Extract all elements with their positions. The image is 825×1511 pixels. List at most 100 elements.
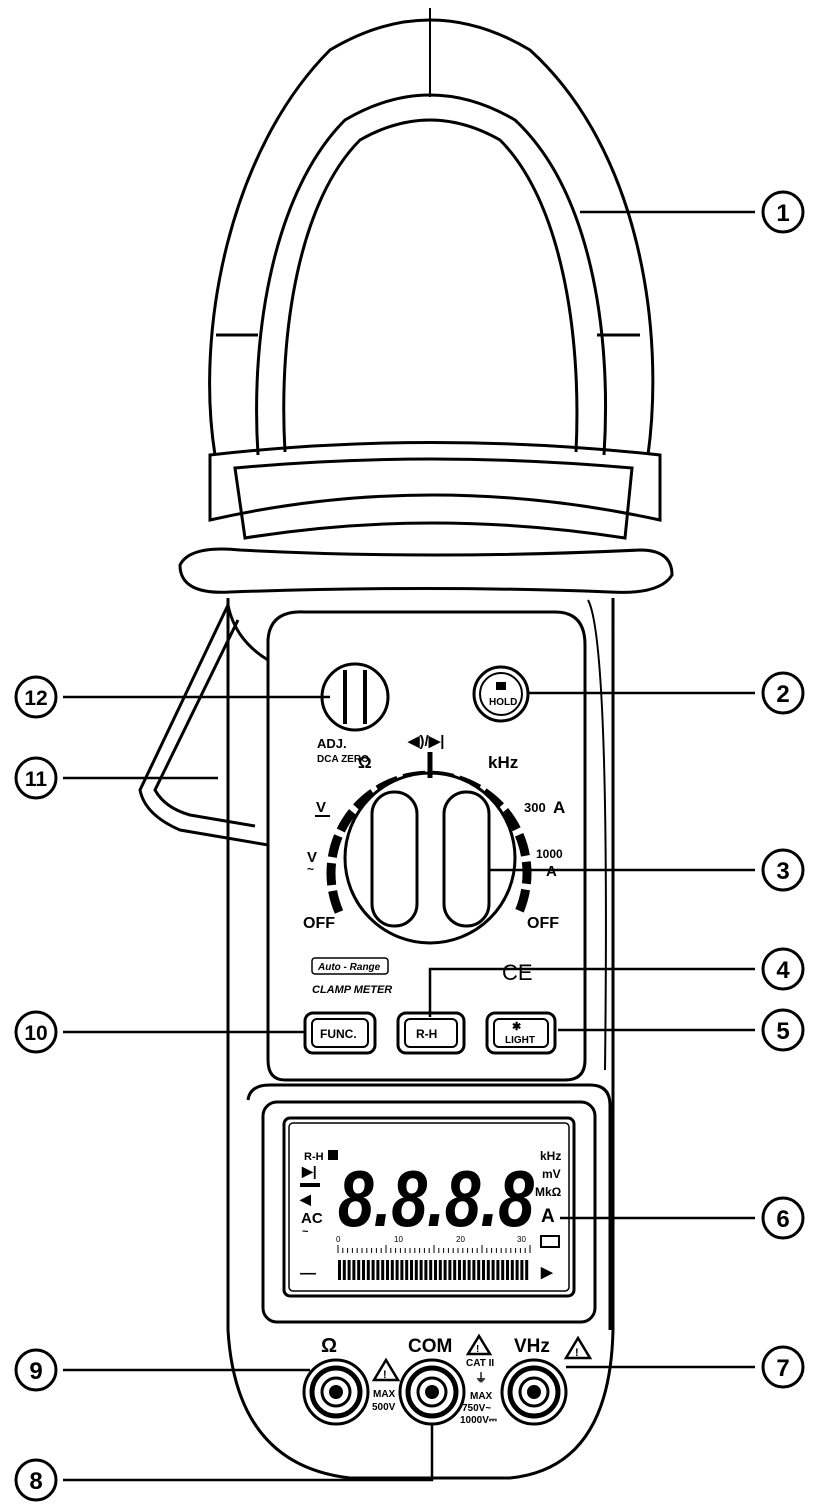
callout-11: 11 bbox=[14, 756, 58, 800]
meter-body bbox=[226, 598, 615, 1480]
v500: 500V bbox=[372, 1402, 396, 1413]
body-side-curve bbox=[587, 599, 607, 1071]
hold-button[interactable]: HOLD bbox=[472, 665, 530, 723]
svg-text:~: ~ bbox=[302, 1226, 309, 1238]
light-button[interactable]: ✱ LIGHT bbox=[485, 1011, 557, 1055]
lcd-bar-segment bbox=[486, 1260, 490, 1280]
lcd-bar-segment bbox=[390, 1260, 394, 1280]
terminals: Ω COM VHz ! MAX 500V ! bbox=[302, 1333, 593, 1426]
lcd-bar-segment bbox=[491, 1260, 495, 1280]
svg-text:11: 11 bbox=[25, 768, 48, 791]
lcd-bar-segment bbox=[467, 1260, 471, 1280]
jaw-inner-cut bbox=[282, 118, 579, 453]
hold-label: HOLD bbox=[489, 697, 517, 708]
lcd-bar-segment bbox=[438, 1260, 442, 1280]
leader-4 bbox=[428, 967, 755, 1017]
callout-6: 6 bbox=[761, 1196, 805, 1240]
svg-text:10: 10 bbox=[24, 1022, 47, 1045]
lcd-bar-segment bbox=[424, 1260, 428, 1280]
lcd-bar-segment bbox=[501, 1260, 505, 1280]
jaw-base-inner bbox=[233, 457, 634, 540]
lcd-bar-segment bbox=[405, 1260, 409, 1280]
lcd-bar-segment bbox=[496, 1260, 500, 1280]
svg-text:12: 12 bbox=[24, 687, 47, 710]
adj-label: ADJ. bbox=[317, 736, 347, 751]
lcd-display: R-H ▶| ◀ AC ~ 8.8.8.8 kHz mV MkΩ A 0 10 … bbox=[299, 1149, 562, 1282]
hand-guard bbox=[178, 547, 674, 594]
lcd-bar-segment bbox=[520, 1260, 524, 1280]
warning-icon-left: ! bbox=[371, 1357, 401, 1382]
rh-button[interactable]: R-H bbox=[396, 1011, 466, 1055]
callout-12: 12 bbox=[14, 675, 58, 719]
adj-knob[interactable] bbox=[320, 662, 390, 732]
lcd-bar-segment bbox=[510, 1260, 514, 1280]
lcd-bar-segment bbox=[347, 1260, 351, 1280]
rh-label: R-H bbox=[416, 1027, 437, 1041]
svg-text:9: 9 bbox=[29, 1358, 42, 1385]
lcd-bar-segment bbox=[366, 1260, 370, 1280]
callout-3: 3 bbox=[761, 848, 805, 892]
lcd-tick-row bbox=[337, 1245, 531, 1253]
warning-icon-center: ! bbox=[465, 1333, 493, 1356]
callout-8: 8 bbox=[14, 1458, 58, 1502]
svg-text:8: 8 bbox=[29, 1468, 42, 1495]
dial-ohm: Ω bbox=[358, 753, 372, 772]
lcd-bargraph bbox=[338, 1260, 529, 1280]
svg-text:7: 7 bbox=[776, 1355, 789, 1382]
lcd-bar-segment bbox=[395, 1260, 399, 1280]
lcd-scale-30: 30 bbox=[517, 1235, 526, 1244]
dial-scale-arc bbox=[326, 770, 532, 914]
lcd-bar-segment bbox=[482, 1260, 485, 1280]
lcd-bar-segment bbox=[342, 1260, 346, 1280]
svg-text:1: 1 bbox=[776, 200, 789, 227]
rotary-function-switch[interactable]: Ω ◀)/▶| kHz 300 A 1000 A V V ~ OFF OFF bbox=[303, 733, 565, 945]
trigger-inner bbox=[153, 619, 256, 828]
lcd-bar-segment bbox=[410, 1260, 413, 1280]
dial-grip-right bbox=[442, 790, 491, 928]
lcd-rh: R-H bbox=[304, 1151, 324, 1163]
svg-text:▶: ▶ bbox=[540, 1264, 554, 1281]
light-label: LIGHT bbox=[505, 1035, 535, 1046]
lcd-bar-segment bbox=[453, 1260, 457, 1280]
warning-icon-right: ! bbox=[563, 1335, 593, 1360]
leader-lines bbox=[63, 210, 755, 1482]
ground-icon: ⏚ bbox=[475, 1371, 487, 1385]
lcd-bar-segment bbox=[458, 1260, 461, 1280]
ohm-input-jack[interactable] bbox=[302, 1358, 370, 1426]
lcd-bar-segment bbox=[448, 1260, 452, 1280]
callouts: 1 2 3 4 5 6 7 8 9 10 11 12 bbox=[14, 190, 805, 1502]
auto-range-label: Auto - Range bbox=[317, 962, 381, 973]
lcd-mkohm: MkΩ bbox=[535, 1185, 562, 1199]
jaw-inner bbox=[255, 93, 607, 456]
jaw-base-outer bbox=[208, 441, 662, 522]
func-button[interactable]: FUNC. bbox=[303, 1011, 377, 1055]
svg-text:▶|: ▶| bbox=[301, 1163, 317, 1179]
dca-zero-adjust[interactable]: ADJ. DCA ZERO bbox=[317, 662, 390, 765]
dial-diode-buzzer: ◀)/▶| bbox=[407, 733, 444, 750]
svg-text:~: ~ bbox=[307, 862, 314, 876]
lcd-bar-segment bbox=[462, 1260, 466, 1280]
callout-4: 4 bbox=[761, 947, 805, 991]
lcd-bar-segment bbox=[429, 1260, 433, 1280]
v750: 750V~ bbox=[462, 1403, 491, 1414]
dial-300-unit: A bbox=[553, 798, 565, 817]
lcd-bar-segment bbox=[376, 1260, 380, 1280]
lcd-bar-segment bbox=[338, 1260, 341, 1280]
svg-text:✱: ✱ bbox=[512, 1021, 521, 1033]
lcd-bar-segment bbox=[386, 1260, 389, 1280]
lcd-bar-segment bbox=[525, 1260, 529, 1280]
lcd-bar-segment bbox=[400, 1260, 404, 1280]
vhz-input-jack[interactable] bbox=[500, 1358, 568, 1426]
lcd-bar-segment bbox=[472, 1260, 476, 1280]
func-label: FUNC. bbox=[320, 1027, 357, 1041]
max-right: MAX bbox=[470, 1391, 493, 1402]
callout-2: 2 bbox=[761, 671, 805, 715]
terminal-ohm-label: Ω bbox=[321, 1335, 337, 1357]
lcd-bar-segment bbox=[381, 1260, 385, 1280]
svg-text:!: ! bbox=[575, 1347, 579, 1359]
com-input-jack[interactable] bbox=[398, 1358, 466, 1426]
jaw-trigger bbox=[138, 600, 270, 847]
svg-text:5: 5 bbox=[776, 1018, 789, 1045]
callout-1: 1 bbox=[761, 190, 805, 234]
